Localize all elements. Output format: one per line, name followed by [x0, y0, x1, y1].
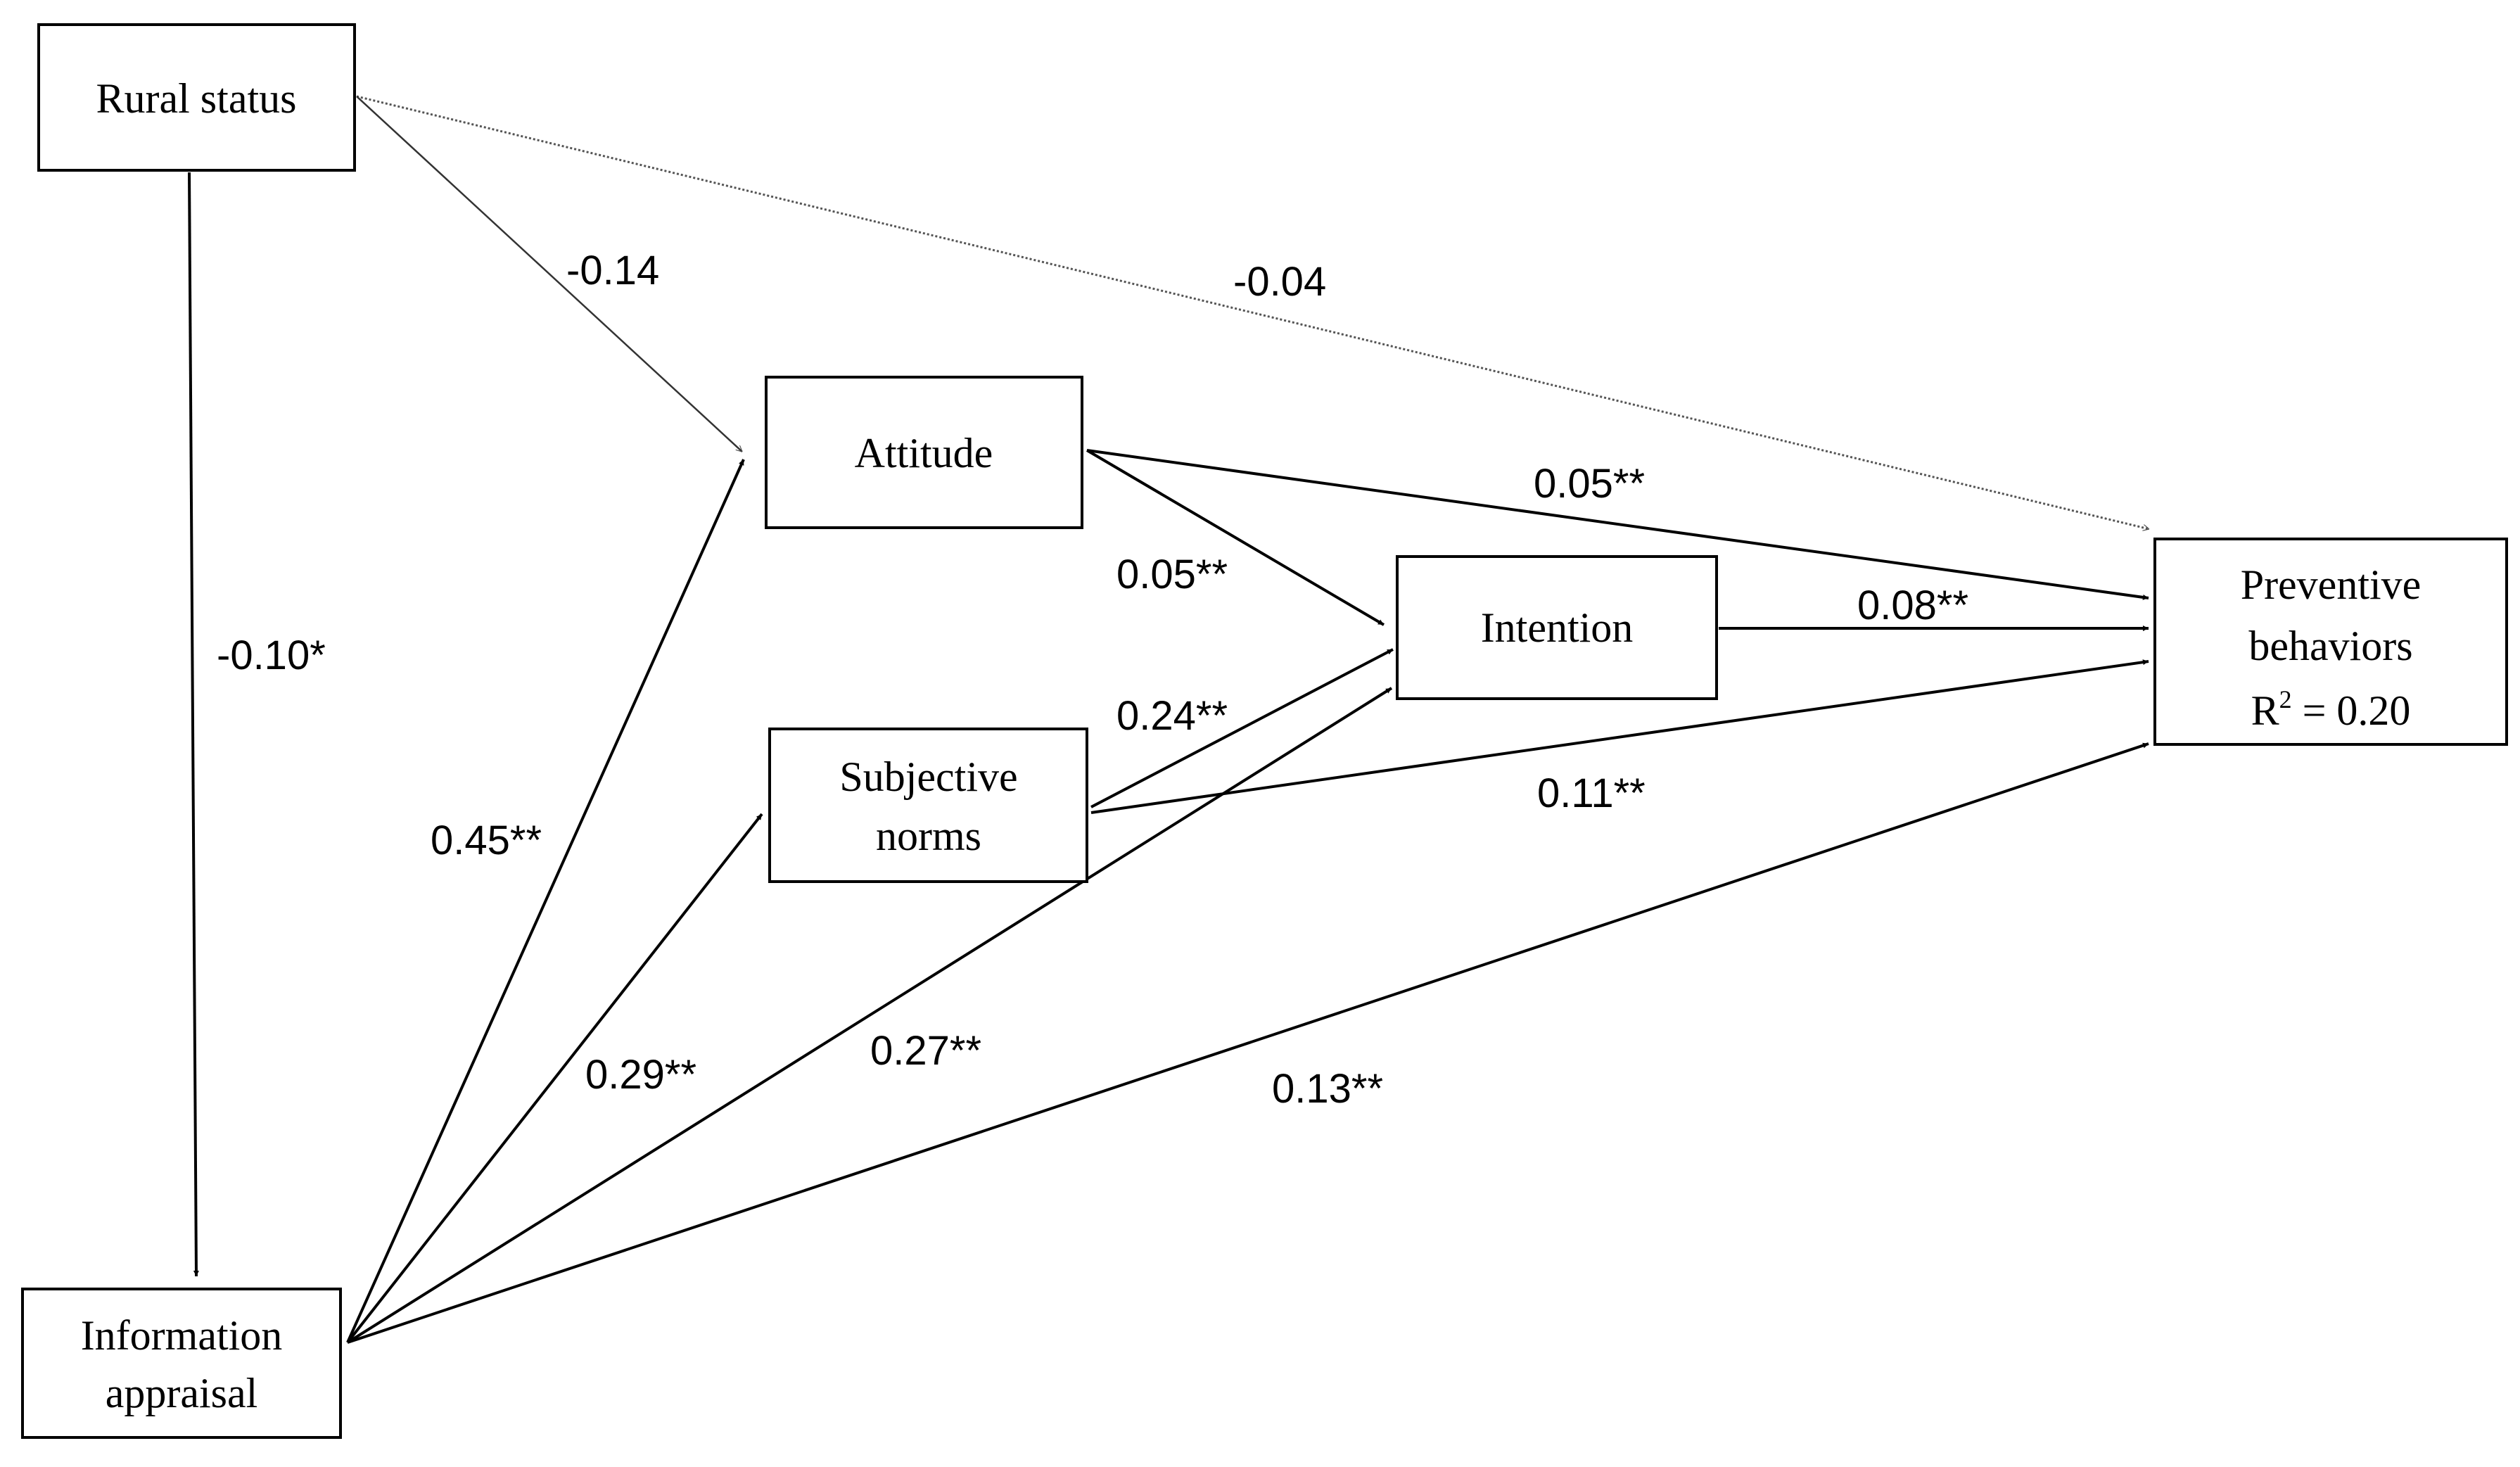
edge-attitude-to-intention: [1086, 449, 1385, 626]
node-rural-status-label: Rural status: [96, 75, 297, 122]
edge-rural-to-info: [188, 172, 199, 1277]
coef-norms-to-preventive: 0.11**: [1537, 770, 1646, 816]
node-information-appraisal: Information appraisal: [21, 1288, 342, 1439]
r2-symbol: R: [2251, 687, 2279, 734]
edge-attitude-to-preventive: [1086, 449, 2149, 600]
edge-rural-to-preventive: [356, 95, 2149, 529]
node-preventive-behaviors-r2: R2 = 0.20: [2251, 685, 2411, 734]
coef-attitude-to-intention: 0.05**: [1116, 552, 1228, 597]
coef-info-to-preventive: 0.13**: [1272, 1066, 1383, 1112]
edge-norms-to-preventive: [1090, 659, 2149, 814]
coef-norms-to-intention: 0.24**: [1116, 693, 1228, 739]
node-information-appraisal-line2: appraisal: [106, 1370, 258, 1416]
node-preventive-behaviors-line2: behaviors: [2248, 623, 2412, 669]
node-preventive-behaviors-line1: Preventive: [2241, 561, 2422, 608]
edge-info-to-norms: [346, 813, 763, 1344]
node-attitude-label: Attitude: [855, 430, 993, 476]
coef-info-to-norms: 0.29**: [585, 1052, 696, 1098]
coef-info-to-intention: 0.27**: [870, 1028, 981, 1074]
node-intention: Intention: [1396, 555, 1718, 700]
node-subjective-norms-line1: Subjective: [839, 754, 1017, 800]
coef-rural-to-preventive: -0.04: [1233, 259, 1326, 305]
edge-info-to-preventive: [347, 742, 2149, 1344]
coef-rural-to-info: -0.10*: [217, 633, 326, 678]
node-attitude: Attitude: [765, 376, 1083, 529]
edge-info-to-intention: [346, 687, 1393, 1344]
node-subjective-norms: Subjective norms: [768, 728, 1088, 883]
node-preventive-behaviors: Preventive behaviors R2 = 0.20: [2153, 538, 2508, 746]
edge-rural-to-attitude: [356, 96, 742, 452]
edge-norms-to-intention: [1090, 648, 1394, 808]
edge-info-to-attitude: [346, 459, 745, 1343]
node-information-appraisal-line1: Information: [81, 1312, 283, 1359]
node-subjective-norms-line2: norms: [876, 813, 981, 859]
coef-info-to-attitude: 0.45**: [431, 818, 542, 863]
coef-rural-to-attitude: -0.14: [566, 248, 659, 293]
r2-value: = 0.20: [2292, 687, 2411, 734]
coef-intention-to-preventive: 0.08**: [1857, 583, 1968, 628]
node-intention-label: Intention: [1481, 604, 1634, 651]
node-rural-status: Rural status: [37, 23, 356, 172]
r2-superscript: 2: [2279, 685, 2292, 713]
coef-attitude-to-preventive: 0.05**: [1534, 461, 1645, 507]
